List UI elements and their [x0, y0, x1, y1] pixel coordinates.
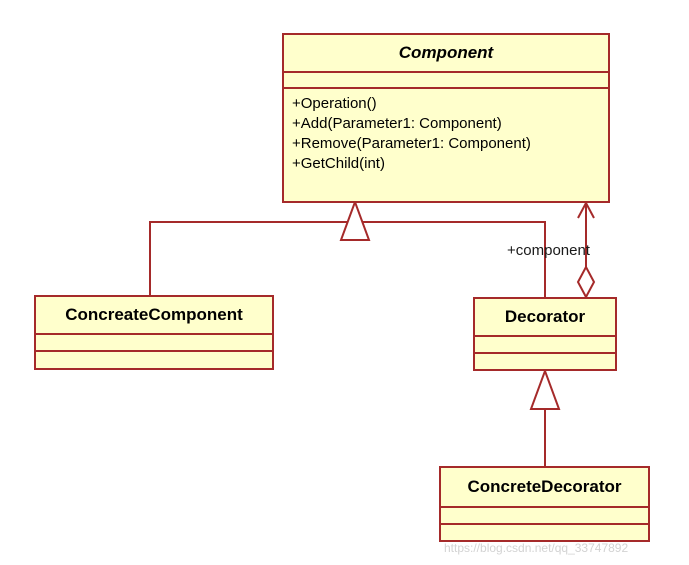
attributes-compartment-concreate-component	[36, 335, 272, 352]
attributes-compartment-component	[284, 73, 608, 89]
aggregation-diamond	[576, 264, 596, 300]
generalization-line-decorator	[355, 221, 546, 297]
generalization-line-concrete-component	[149, 221, 355, 295]
operation-item: +GetChild(int)	[292, 155, 385, 172]
operations-compartment-component: +Operation() +Add(Parameter1: Component)…	[284, 89, 608, 174]
attributes-compartment-concrete-decorator	[441, 508, 648, 525]
attributes-compartment-decorator	[475, 337, 615, 354]
operation-item: +Remove(Parameter1: Component)	[292, 135, 531, 152]
class-component[interactable]: Component +Operation() +Add(Parameter1: …	[282, 33, 610, 203]
class-name-concreate-component: ConcreateComponent	[36, 297, 272, 335]
class-name-concrete-decorator: ConcreteDecorator	[441, 468, 648, 508]
class-decorator[interactable]: Decorator	[473, 297, 617, 371]
class-name-decorator: Decorator	[475, 299, 615, 337]
navigation-arrowhead	[577, 200, 595, 219]
operation-item: +Operation()	[292, 95, 377, 112]
class-concrete-decorator[interactable]: ConcreteDecorator	[439, 466, 650, 542]
watermark: https://blog.csdn.net/qq_33747892	[444, 541, 629, 555]
role-label-component: +component	[507, 242, 590, 259]
class-concreate-component[interactable]: ConcreateComponent	[34, 295, 274, 370]
operation-item: +Add(Parameter1: Component)	[292, 115, 502, 132]
generalization-arrowhead-component	[339, 199, 371, 241]
class-name-component: Component	[284, 35, 608, 73]
generalization-arrowhead-decorator	[529, 368, 561, 410]
